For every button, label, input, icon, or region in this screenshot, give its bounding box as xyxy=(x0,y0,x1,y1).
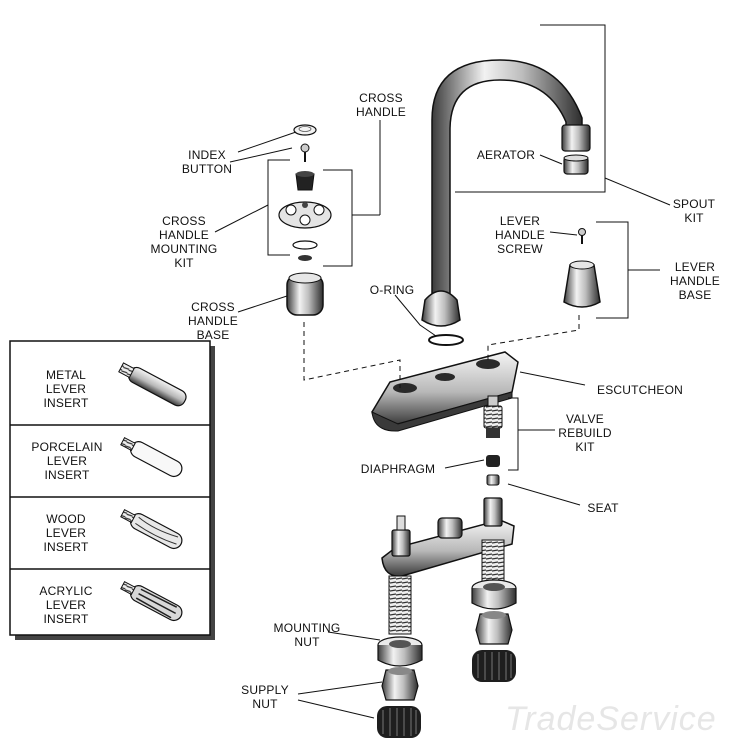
mounting-nut-left xyxy=(377,636,423,667)
diaphragm-label: DIAPHRAGM xyxy=(360,462,436,476)
lever-handle-screw-label: LEVER HANDLE SCREW xyxy=(495,214,545,256)
porcelain-lever-insert-art xyxy=(120,437,183,478)
hex-nut-left xyxy=(381,667,419,701)
seat-label: SEAT xyxy=(587,501,619,515)
leader-lines xyxy=(214,131,671,719)
acrylic-lever-insert-art xyxy=(120,581,183,622)
insert-label-acrylic: ACRYLIC LEVER INSERT xyxy=(39,584,93,626)
escutcheon-part xyxy=(371,351,519,432)
seat-part xyxy=(486,474,500,486)
aerator-label: AERATOR xyxy=(476,148,536,162)
valve-part xyxy=(483,395,503,438)
spout-tip xyxy=(561,124,591,152)
wood-lever-insert-art xyxy=(120,509,183,550)
metal-lever-insert-art xyxy=(118,362,187,407)
cross-handle-label: CROSS HANDLE xyxy=(356,91,406,119)
cross-handle-bracket xyxy=(323,120,381,267)
valve-rebuild-kit-label: VALVE REBUILD KIT xyxy=(558,412,612,454)
cross-handle-kit-bracket xyxy=(267,159,290,256)
lever-handle-base-label: LEVER HANDLE BASE xyxy=(670,260,720,302)
lever-handle-bracket xyxy=(596,221,629,319)
insert-label-metal: METAL LEVER INSERT xyxy=(43,368,89,410)
insert-label-porcelain: PORCELAIN LEVER INSERT xyxy=(31,440,103,482)
spout-kit-bracket xyxy=(455,24,606,193)
spout-kit-label: SPOUT KIT xyxy=(672,197,716,225)
cross-handle-base-label: CROSS HANDLE BASE xyxy=(188,300,238,342)
supply-nut-left xyxy=(377,706,421,738)
o-ring-part xyxy=(428,334,464,346)
mounting-nut-label: MOUNTING NUT xyxy=(273,621,341,649)
supply-nut-label: SUPPLY NUT xyxy=(241,683,289,711)
index-button-part xyxy=(293,124,317,136)
spout-base xyxy=(421,290,461,327)
valve-rebuild-bracket xyxy=(508,397,519,471)
hex-nut-right xyxy=(475,611,513,645)
mounting-nut-right xyxy=(471,579,517,610)
cross-handle-base-part xyxy=(286,272,324,316)
diaphragm-part xyxy=(486,455,500,467)
insert-label-wood: WOOD LEVER INSERT xyxy=(43,512,89,554)
index-button-label: INDEX BUTTON xyxy=(181,148,233,176)
watermark: TradeService xyxy=(505,700,717,738)
escutcheon-label: ESCUTCHEON xyxy=(596,383,683,397)
cross-handle-mounting-kit-label: CROSS HANDLE MOUNTING KIT xyxy=(150,214,218,270)
supply-nut-right xyxy=(472,650,516,682)
o-ring-label: O-RING xyxy=(369,283,415,297)
mounting-kit-parts xyxy=(278,171,332,261)
aerator-part xyxy=(563,154,589,175)
valve-body-assembly xyxy=(381,497,515,635)
lever-handle-base-part xyxy=(563,260,601,308)
alignment-lines xyxy=(303,315,580,388)
spout xyxy=(421,59,591,327)
lever-handle-screw-part xyxy=(578,228,586,244)
handle-screw-part xyxy=(300,143,310,162)
